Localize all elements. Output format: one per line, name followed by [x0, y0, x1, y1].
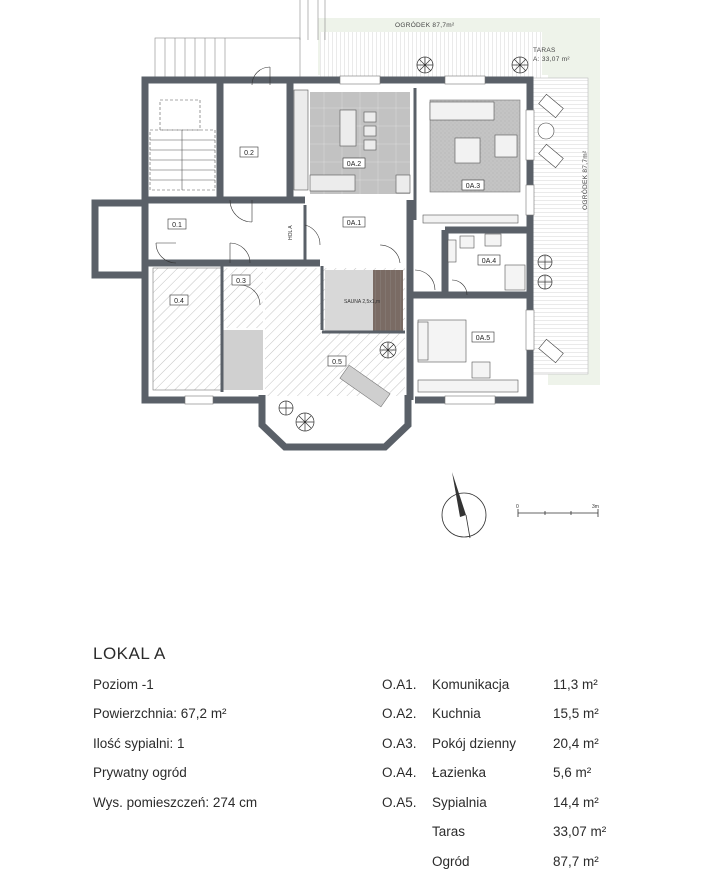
room-area: 15,5 m² — [553, 706, 599, 721]
bay-window — [258, 395, 412, 451]
room-name: Kuchnia — [432, 706, 481, 721]
floor-sauna — [325, 270, 373, 332]
svg-text:0.3: 0.3 — [236, 278, 246, 285]
terrace-name: Taras — [432, 824, 466, 839]
indoor-stairs — [149, 99, 216, 191]
room-name: Łazienka — [432, 765, 487, 780]
lounger — [339, 364, 391, 408]
unit-info: LOKAL A Poziom -1 Powierzchnia: 67,2 m² … — [0, 630, 707, 892]
room-area: 20,4 m² — [553, 736, 599, 751]
terrace-deck-side — [530, 78, 588, 374]
spec-bedrooms: Ilość sypialni: 1 — [93, 736, 185, 751]
floor-tech-room — [223, 330, 263, 390]
room-label-0-2: 0.2 — [239, 146, 259, 158]
room-label-0-4: 0.4 — [169, 294, 189, 306]
room-area: 5,6 m² — [553, 765, 592, 780]
outdoor-stairs — [154, 0, 326, 79]
room-name: Pokój dzienny — [432, 736, 517, 751]
bathroom-fixtures — [447, 233, 526, 291]
terrace-deck-top — [320, 32, 542, 78]
compass-icon — [441, 472, 487, 539]
kitchen-furniture — [293, 89, 411, 194]
svg-text:0A.4: 0A.4 — [482, 258, 497, 265]
garden-area-value: 87,7 m² — [553, 854, 599, 869]
floor-room-0-4 — [153, 268, 221, 390]
spec-garden: Prywatny ogród — [93, 765, 187, 780]
room-code: O.A4. — [382, 765, 417, 780]
scale-start: 0 — [516, 504, 519, 510]
light-well — [91, 199, 149, 279]
room-label-0a-3: 0A.3 — [461, 179, 485, 191]
room-label-0-3: 0.3 — [231, 274, 251, 286]
garden-top-label: OGRÓDEK 87,7m² — [395, 20, 455, 29]
floor-plan: 0.1 0.2 0.3 0.4 0.5 0A.1 0A.2 0A.3 0A.4 … — [91, 0, 600, 539]
room-labels: 0.1 0.2 0.3 0.4 0.5 0A.1 0A.2 0A.3 0A.4 … — [167, 146, 501, 367]
room-name: Sypialnia — [432, 795, 487, 810]
room-label-0a-5: 0A.5 — [471, 331, 495, 343]
room-label-0-5: 0.5 — [327, 355, 347, 367]
svg-text:0A.1: 0A.1 — [347, 220, 362, 227]
room-area: 14,4 m² — [553, 795, 599, 810]
door-swings — [155, 66, 468, 306]
room-area: 11,3 m² — [553, 677, 598, 692]
svg-text:0.2: 0.2 — [244, 150, 254, 157]
svg-text:0.5: 0.5 — [332, 359, 342, 366]
windows — [184, 75, 535, 405]
bedroom-furniture — [417, 319, 519, 393]
svg-text:0A.2: 0A.2 — [347, 161, 362, 168]
room-code: O.A5. — [382, 795, 417, 810]
garden-side-label: OGRÓDEK 87,7m² — [580, 150, 589, 210]
svg-text:0A.3: 0A.3 — [466, 183, 481, 190]
terrace-area: 33,07 m² — [553, 824, 607, 839]
terrace-area-label: A: 33,07 m² — [533, 56, 570, 63]
svg-text:0.4: 0.4 — [174, 298, 184, 305]
room-label-0a-2: 0A.2 — [342, 157, 366, 169]
room-code: O.A3. — [382, 736, 417, 751]
sauna-label: SAUNA 2,5x1,m — [344, 299, 380, 305]
unit-title: LOKAL A — [93, 644, 166, 663]
garden-name: Ogród — [432, 854, 470, 869]
floor-stairwell — [150, 88, 220, 198]
room-label-0a-1: 0A.1 — [342, 216, 366, 228]
scale-bar — [517, 509, 599, 517]
room-code: O.A2. — [382, 706, 417, 721]
spec-level: Poziom -1 — [93, 677, 154, 692]
room-name: Komunikacja — [432, 677, 510, 692]
room-label-0a-4: 0A.4 — [477, 254, 501, 266]
svg-text:0A.5: 0A.5 — [476, 335, 491, 342]
terrace-label: TARAS — [533, 47, 556, 54]
svg-text:0.1: 0.1 — [172, 222, 182, 229]
spec-area: Powierzchnia: 67,2 m² — [93, 706, 227, 721]
hall-label: HOL A — [288, 225, 294, 240]
walls — [141, 76, 534, 404]
terrace-loungers — [537, 93, 564, 364]
plants — [278, 56, 553, 432]
room-label-0-1: 0.1 — [167, 218, 187, 230]
room-code: O.A1. — [382, 677, 417, 692]
living-furniture — [422, 101, 519, 224]
spec-height: Wys. pomieszczeń: 274 cm — [93, 795, 258, 810]
scale-end: 3m — [592, 504, 599, 510]
